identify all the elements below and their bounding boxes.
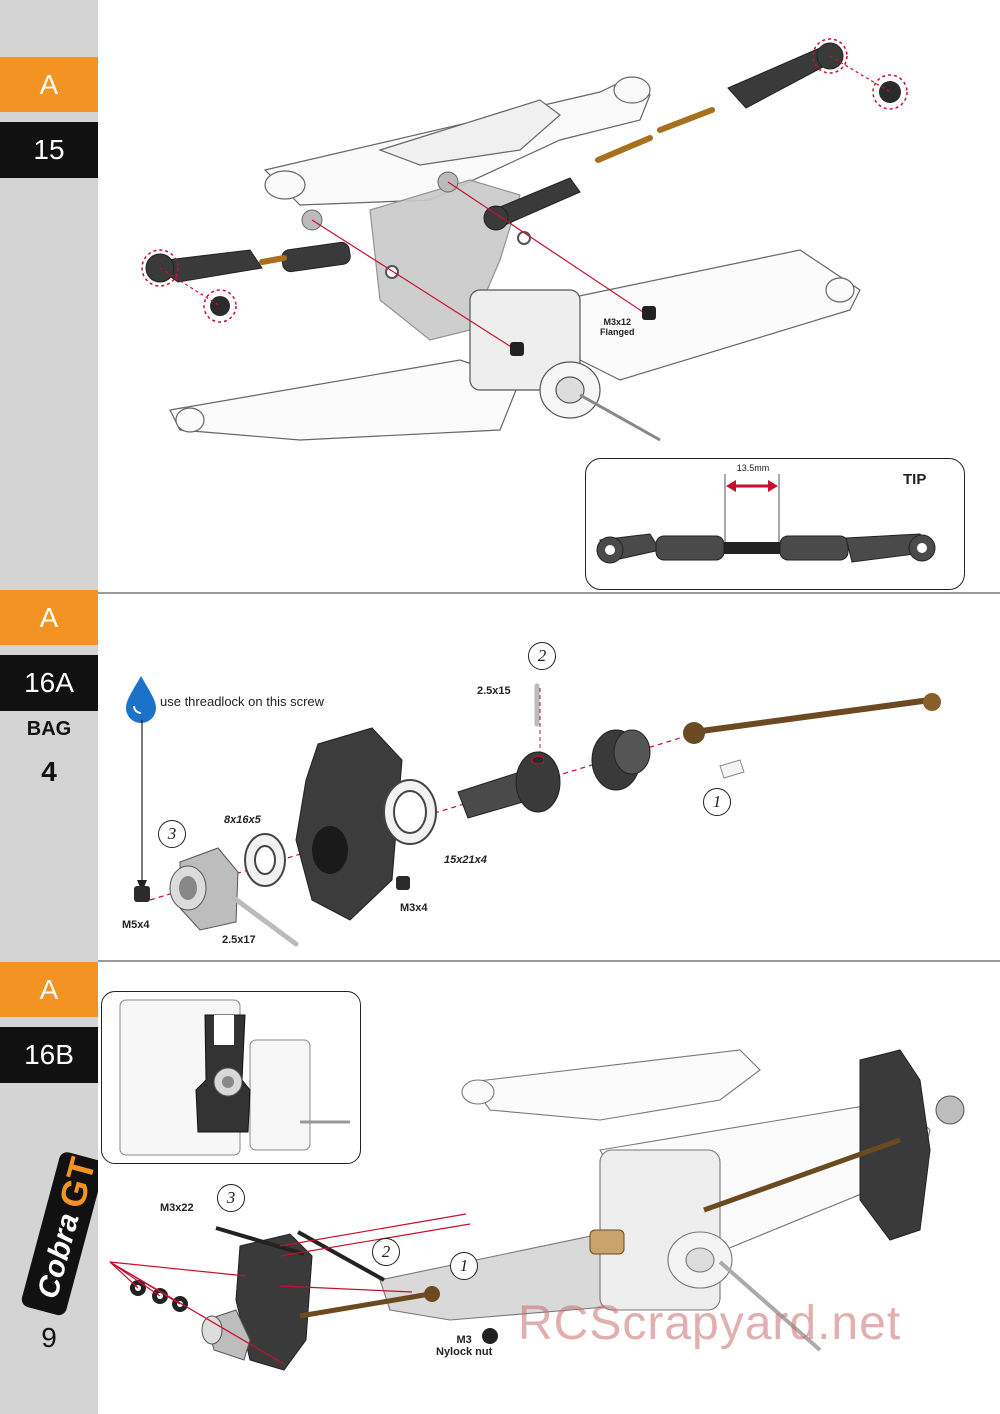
label-nylock-nut: M3 Nylock nut xyxy=(436,1334,493,1358)
section-divider-1 xyxy=(98,592,1000,594)
tip-box xyxy=(585,458,965,590)
callout-16a-2: 2 xyxy=(528,642,556,670)
step-15-number: 15 xyxy=(0,122,98,178)
threadlock-drop-icon xyxy=(126,676,156,723)
label-bearing-8x16x5: 8x16x5 xyxy=(224,814,261,826)
tip-measurement: 13.5mm xyxy=(736,463,770,473)
step-16a-illustration xyxy=(126,676,941,947)
callout-16b-1: 1 xyxy=(450,1252,478,1280)
callout-16b-3: 3 xyxy=(217,1184,245,1212)
bag-label: BAG xyxy=(26,718,72,740)
label-bearing-15x21x4: 15x21x4 xyxy=(444,854,487,866)
page-number: 9 xyxy=(41,1322,57,1353)
tip-title: TIP xyxy=(903,471,927,488)
callout-16b-2: 2 xyxy=(372,1238,400,1266)
label-pin-2.5x15: 2.5x15 xyxy=(477,685,511,697)
screw-label-m3x12: M3x12 Flanged xyxy=(600,317,635,337)
brand-logo: Cobra GT xyxy=(21,1152,98,1316)
step-16b-letter: A xyxy=(0,962,98,1017)
step-16a-number: 16A xyxy=(0,655,98,711)
bag-number: 4 xyxy=(41,756,57,787)
step-15-illustration xyxy=(141,38,908,442)
label-screw-m3x22: M3x22 xyxy=(160,1202,194,1214)
callout-16a-1: 1 xyxy=(703,788,731,816)
step-15-letter: A xyxy=(0,57,98,112)
threadlock-note: use threadlock on this screw xyxy=(160,694,325,709)
label-grub-m5x4: M5x4 xyxy=(122,919,150,931)
step-16b-number: 16B xyxy=(0,1027,98,1083)
section-divider-2 xyxy=(98,960,1000,962)
watermark: RCScrapyard.net xyxy=(518,1297,902,1350)
label-set-screw-m3x4: M3x4 xyxy=(400,902,428,914)
step-16a-letter: A xyxy=(0,590,98,645)
tip-turnbuckle-illustration xyxy=(596,474,936,564)
label-pin-2.5x17: 2.5x17 xyxy=(222,934,256,946)
callout-16a-3: 3 xyxy=(158,820,186,848)
